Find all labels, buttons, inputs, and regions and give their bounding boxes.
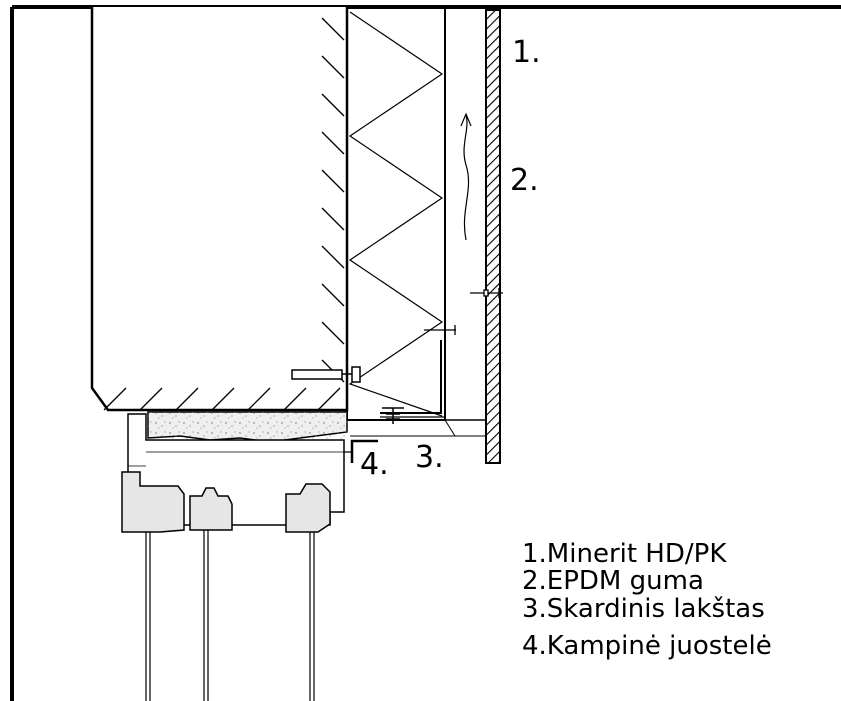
- callout-4-label: 4.: [360, 447, 389, 482]
- legend-item-2: 2.EPDM guma: [522, 566, 704, 596]
- callout-2-label: 2.: [510, 163, 539, 198]
- wall-masonry: [90, 7, 349, 412]
- callout-3-label: 3.: [415, 440, 444, 475]
- sash-right: [285, 483, 331, 533]
- insulation-anchor: [424, 325, 456, 335]
- callout-1-label: 1.: [512, 35, 541, 70]
- corner-strip: [350, 439, 378, 463]
- panel-screw: [470, 288, 503, 298]
- metal-sheet-flashing: [350, 340, 486, 437]
- legend-item-1: 1.Minerit HD/PK: [522, 539, 727, 569]
- insulation-layer: [346, 6, 446, 421]
- sash-middle: [189, 487, 233, 531]
- sash-left: [121, 471, 185, 533]
- insulation-zigzag: [348, 11, 444, 417]
- sill-screw-top: [382, 407, 404, 424]
- legend-item-3: 3.Skardinis lakštas: [522, 594, 765, 624]
- wall-bolt: [291, 366, 361, 383]
- sash-profiles: [121, 471, 331, 533]
- airflow-arrow: [460, 112, 472, 241]
- legend: 1.Minerit HD/PK 2.EPDM guma 3.Skardinis …: [522, 539, 772, 661]
- legend-item-4: 4.Kampinė juostelė: [522, 631, 772, 661]
- cladding-panel: [485, 9, 501, 464]
- glazing-lines: [145, 530, 315, 701]
- wall-hatching: [103, 17, 345, 411]
